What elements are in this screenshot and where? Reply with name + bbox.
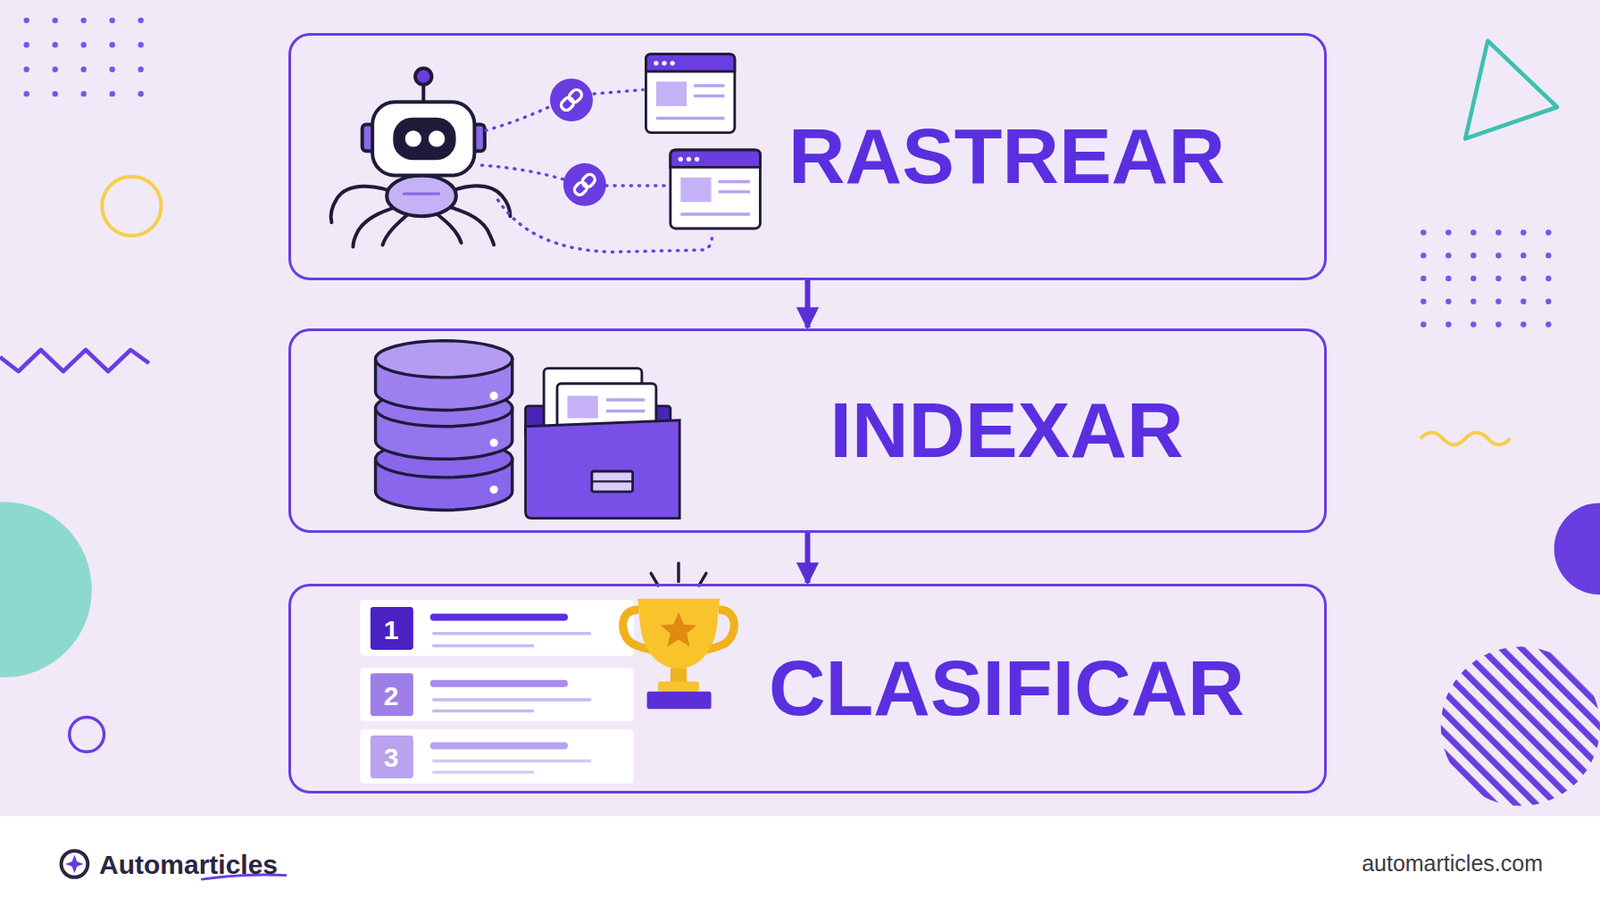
dot-grid: [24, 17, 144, 98]
circle-decoration: [0, 501, 92, 678]
triangle-decoration: [1465, 41, 1558, 140]
circle-decoration: [69, 716, 105, 752]
crawler-robot: [331, 68, 511, 248]
ranking-list: [359, 600, 634, 784]
file-box-icon: [525, 368, 681, 519]
flow-arrow: [805, 533, 811, 584]
dot-grid: [1420, 229, 1551, 327]
circle-decoration: [1554, 502, 1600, 595]
rank-number: 3: [383, 742, 400, 773]
website-url: automarticles.com: [1361, 851, 1543, 877]
process-box: INDEXAR: [288, 328, 1327, 534]
rank-number: 1: [383, 615, 400, 645]
database-icon: [375, 341, 513, 511]
step-title: RASTREAR: [788, 113, 1225, 200]
footer-band: [0, 816, 1600, 914]
process-box: RASTREAR: [288, 33, 1327, 281]
step-title: CLASIFICAR: [768, 645, 1245, 733]
circle-decoration: [101, 176, 161, 236]
process-box: CLASIFICAR: [288, 583, 1327, 794]
link-icon: [563, 163, 607, 207]
rank-number: 2: [383, 681, 400, 711]
flow-arrow: [805, 280, 811, 328]
link-icon: [550, 78, 593, 122]
zigzag-decoration: [0, 350, 150, 372]
step-title: INDEXAR: [829, 387, 1184, 475]
logo-icon: [61, 850, 89, 878]
striped-circle: [1428, 642, 1600, 817]
brand-name: Automarticles: [99, 850, 278, 880]
web-page-icon: [645, 54, 734, 134]
wave-decoration: [1420, 433, 1511, 446]
web-page-icon: [670, 150, 761, 229]
